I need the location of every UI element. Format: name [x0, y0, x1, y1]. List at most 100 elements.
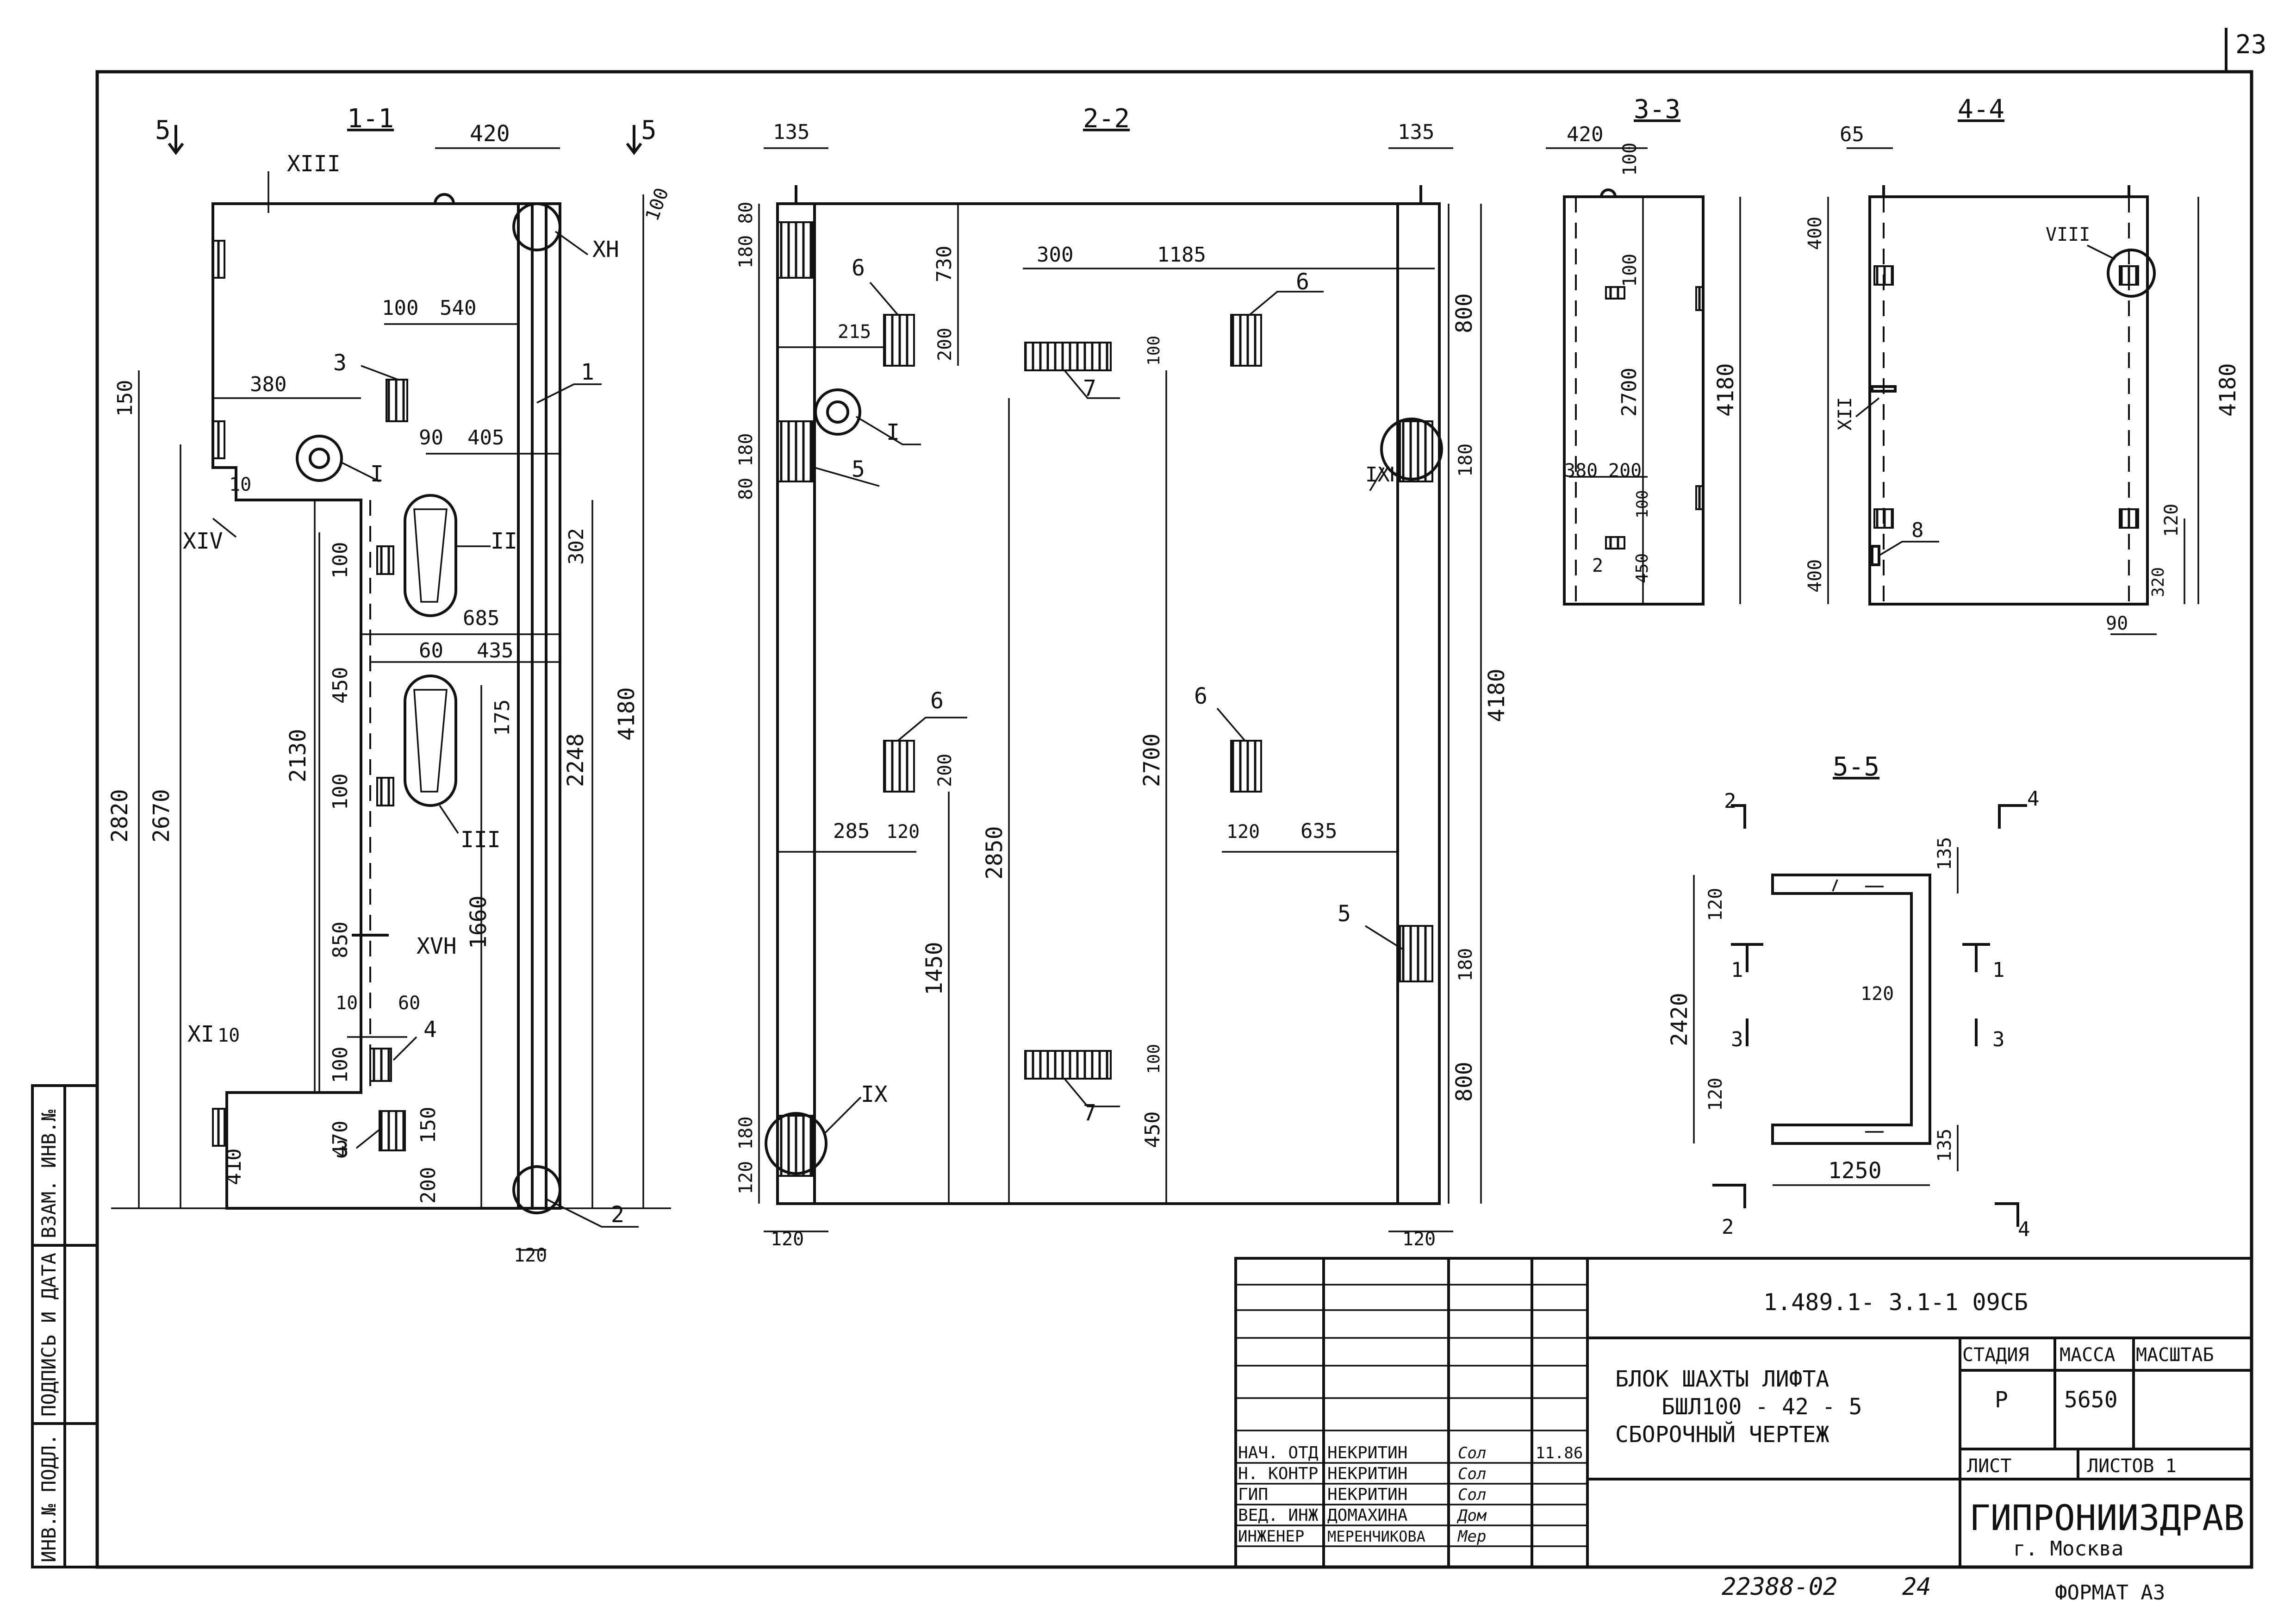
embed-7-top — [1024, 342, 1112, 371]
svg-text:НЕКРИТИН: НЕКРИТИН — [1327, 1485, 1407, 1504]
svg-text:320: 320 — [2149, 567, 2168, 597]
svg-text:302: 302 — [565, 528, 588, 565]
svg-text:200: 200 — [934, 754, 956, 787]
svg-text:380: 380 — [1564, 460, 1598, 481]
opening-III — [404, 675, 457, 807]
svg-text:XVН: XVН — [417, 933, 457, 959]
svg-text:II: II — [491, 528, 517, 554]
svg-text:60: 60 — [419, 639, 443, 662]
svg-text:2700: 2700 — [1618, 368, 1641, 417]
side-vzam: ВЗАМ. ИНВ.№ — [37, 1109, 60, 1238]
svg-text:10: 10 — [218, 1025, 240, 1046]
section-5-5: 5-5 2 2 4 4 1 3 1 3 2420 120 120 120 135… — [1667, 752, 2040, 1241]
svg-text:180: 180 — [1455, 948, 1476, 981]
svg-text:100: 100 — [1633, 490, 1652, 518]
svg-text:470: 470 — [329, 1121, 352, 1157]
svg-text:Сол: Сол — [1458, 1486, 1486, 1504]
svg-text:120: 120 — [1226, 821, 1260, 843]
embed-6-c — [883, 740, 915, 793]
stage-value: Р — [1995, 1387, 2008, 1413]
svg-text:450: 450 — [329, 667, 352, 704]
svg-text:100: 100 — [641, 185, 673, 224]
row-role-0: НАЧ. ОТД. — [1238, 1443, 1328, 1462]
side-podpis: ПОДПИСЬ И ДАТА — [37, 1253, 60, 1417]
title-1-1: 1-1 — [347, 104, 394, 134]
paper-format: ФОРМАТ А3 — [2055, 1581, 2165, 1605]
svg-text:ДОМАХИНА: ДОМАХИНА — [1327, 1506, 1408, 1525]
svg-text:XII: XII — [1835, 397, 1856, 431]
svg-text:100: 100 — [1145, 1044, 1164, 1074]
svg-text:ВЕД. ИНЖ.: ВЕД. ИНЖ. — [1238, 1506, 1328, 1525]
svg-text:405: 405 — [467, 426, 504, 450]
block-outline-3-3 — [1563, 195, 1705, 606]
section-3-3: 3-3 2 420 100 100 2700 100 450 380 200 4… — [1546, 94, 1741, 606]
svg-text:4180: 4180 — [614, 687, 640, 741]
svg-text:4180: 4180 — [1713, 363, 1739, 417]
svg-text:Мер: Мер — [1457, 1527, 1486, 1546]
svg-text:180: 180 — [1455, 443, 1476, 477]
svg-text:2700: 2700 — [1139, 733, 1165, 787]
svg-text:I: I — [370, 461, 384, 487]
svg-text:120 180: 120 180 — [735, 1116, 757, 1194]
svg-text:135: 135 — [773, 120, 809, 144]
svg-text:СТАДИЯ: СТАДИЯ — [1962, 1344, 2029, 1366]
channel-outline-5-5 — [1771, 874, 1931, 1145]
svg-text:7: 7 — [1083, 375, 1096, 401]
svg-text:МЕРЕНЧИКОВА: МЕРЕНЧИКОВА — [1327, 1528, 1425, 1545]
row-name-0: НЕКРИТИН — [1327, 1443, 1407, 1462]
page-number: 24 — [1902, 1573, 1931, 1601]
svg-text:435: 435 — [477, 639, 513, 662]
svg-text:850: 850 — [329, 922, 352, 958]
svg-text:120: 120 — [886, 821, 920, 843]
svg-text:XН: XН — [592, 237, 619, 262]
svg-text:800: 800 — [1451, 1062, 1477, 1102]
svg-text:120: 120 — [771, 1229, 804, 1250]
svg-text:100: 100 — [329, 542, 352, 579]
svg-text:Дом: Дом — [1456, 1506, 1487, 1525]
svg-text:200: 200 — [934, 328, 956, 361]
svg-text:4: 4 — [423, 1017, 437, 1043]
svg-text:450: 450 — [1633, 553, 1652, 583]
section-1-1: 1-1 5 5 II III I — [107, 104, 673, 1266]
svg-text:120: 120 — [1705, 1078, 1726, 1111]
svg-text:Сол: Сол — [1458, 1465, 1486, 1483]
svg-text:300: 300 — [1037, 243, 1073, 267]
svg-text:2130: 2130 — [285, 729, 311, 782]
svg-text:2670: 2670 — [149, 789, 174, 843]
document-code: 1.489.1- 3.1-1 09СБ — [1763, 1289, 2028, 1316]
sheet-number: 23 — [2235, 30, 2266, 60]
svg-text:100: 100 — [382, 296, 418, 320]
svg-text:1185: 1185 — [1157, 243, 1206, 267]
svg-text:2850: 2850 — [982, 826, 1008, 880]
svg-text:6: 6 — [852, 255, 865, 281]
block-outline-4-4 — [1868, 195, 2149, 606]
svg-text:120: 120 — [2161, 504, 2182, 537]
svg-text:540: 540 — [440, 296, 476, 320]
svg-text:2: 2 — [611, 1202, 624, 1228]
mass-value: 5650 — [2064, 1387, 2118, 1413]
svg-text:1660: 1660 — [466, 895, 492, 949]
svg-text:100: 100 — [1145, 336, 1164, 366]
svg-text:730: 730 — [933, 246, 956, 282]
drawing-title-2: БШЛ100 - 42 - 5 — [1661, 1394, 1862, 1420]
svg-text:1: 1 — [1992, 958, 2005, 982]
section-2-2: 2-2 6 6 6 6 7 7 5 5 I IXН IX 135 — [735, 104, 1510, 1250]
svg-text:400: 400 — [1804, 217, 1826, 250]
svg-text:800: 800 — [1451, 293, 1477, 333]
svg-text:120: 120 — [1705, 888, 1726, 921]
section-4-4: 4-4 XII 8 VIII 65 400 400 4180 120 320 9… — [1804, 94, 2241, 635]
svg-text:5: 5 — [1338, 901, 1351, 927]
row-sign-0: Сол — [1458, 1444, 1486, 1462]
svg-text:I: I — [886, 419, 900, 445]
drawing-title-3: СБОРОЧНЫЙ ЧЕРТЕЖ — [1615, 1421, 1829, 1448]
svg-text:150: 150 — [417, 1107, 440, 1143]
block-outline-1-1 — [212, 202, 561, 1210]
svg-text:3: 3 — [1992, 1028, 2005, 1051]
svg-text:635: 635 — [1300, 819, 1337, 843]
svg-text:7: 7 — [1083, 1100, 1096, 1126]
svg-text:8: 8 — [1911, 518, 1924, 542]
svg-text:1450: 1450 — [921, 942, 947, 995]
title-5-5: 5-5 — [1833, 752, 1879, 782]
svg-text:135: 135 — [1934, 837, 1955, 870]
